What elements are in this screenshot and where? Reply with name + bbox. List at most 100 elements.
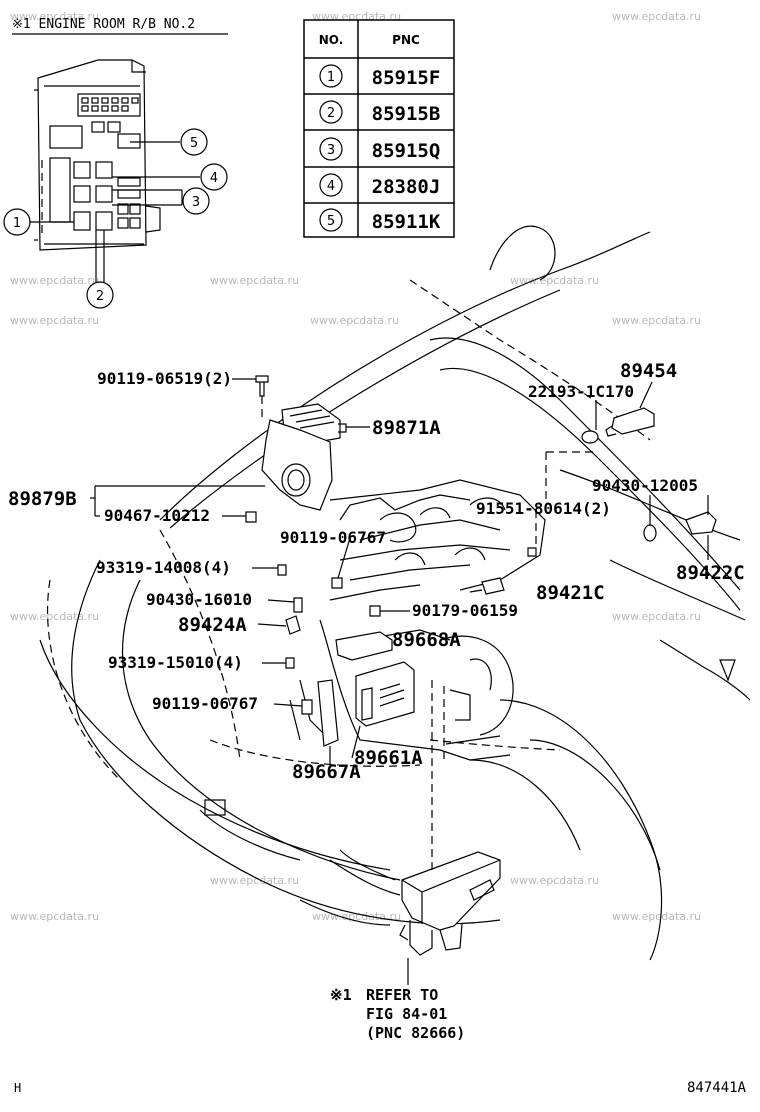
- pnc-table: NO. PNC 1 85915F 2 85915B 3 85915Q 4 283…: [303, 19, 455, 238]
- watermark: www.epcdata.ru: [10, 274, 99, 287]
- label-90119-06767-top: 90119-06767: [280, 528, 386, 547]
- watermark: www.epcdata.ru: [510, 874, 599, 887]
- label-93319-14008: 93319-14008(4): [96, 558, 231, 577]
- label-90119-06767-bot: 90119-06767: [152, 694, 258, 713]
- watermark: www.epcdata.ru: [612, 910, 701, 923]
- table-header-no: NO.: [319, 33, 344, 47]
- part-91551-80614: [527, 547, 537, 557]
- callout-1-label: 1: [13, 216, 21, 231]
- callout-4: [200, 163, 228, 191]
- callout-5: [180, 128, 208, 156]
- callout-1: [3, 208, 31, 236]
- table-row-no-circle: [319, 64, 343, 88]
- label-90430-12005: 90430-12005: [592, 476, 698, 495]
- footer-right: 847441A: [687, 1080, 747, 1096]
- part-93319-15010: [285, 657, 295, 669]
- refer-note-line1: REFER TO: [366, 986, 438, 1004]
- table-row-pnc: 28380J: [372, 176, 441, 198]
- part-93319-14008: [277, 564, 287, 576]
- label-90179-06159: 90179-06159: [412, 601, 518, 620]
- relay-box-callouts: 5 4 3 1 2: [3, 128, 228, 309]
- refer-note: ※1 REFER TO FIG 84-01 (PNC 82666): [330, 986, 465, 1042]
- part-89421C: [481, 577, 505, 595]
- part-90119-06519: [255, 375, 269, 397]
- part-89879B: [261, 419, 333, 511]
- part-90467-10212: [245, 511, 257, 523]
- part-22193-1C170: [581, 430, 599, 444]
- label-22193-1C170: 22193-1C170: [528, 382, 634, 401]
- table-row-no: 1: [327, 70, 335, 85]
- refer-note-line3: (PNC 82666): [366, 1024, 465, 1042]
- table-row-no-circle: [319, 137, 343, 161]
- footer-left: H: [14, 1081, 21, 1095]
- refer-note-mark: ※1: [330, 986, 352, 1004]
- watermarks: www.epcdata.ru www.epcdata.ru www.epcdat…: [10, 10, 701, 923]
- table-row-no-circle: [319, 208, 343, 232]
- table-row-pnc: 85915B: [372, 103, 441, 125]
- leader-lines: [90, 378, 709, 870]
- part-89422C: [685, 511, 717, 535]
- part-89661A: [355, 661, 415, 727]
- part-90430-12005: [643, 524, 657, 542]
- refer-note-line2: FIG 84-01: [366, 1005, 447, 1023]
- watermark: www.epcdata.ru: [10, 314, 99, 327]
- label-89879B: 89879B: [8, 488, 77, 510]
- table-row-no: 4: [327, 179, 335, 194]
- watermark: www.epcdata.ru: [10, 610, 99, 623]
- label-89661A: 89661A: [354, 747, 423, 769]
- label-93319-15010: 93319-15010(4): [108, 653, 243, 672]
- watermark: www.epcdata.ru: [10, 910, 99, 923]
- table-row-no: 2: [327, 106, 335, 121]
- label-90467-10212: 90467-10212: [104, 506, 210, 525]
- watermark: www.epcdata.ru: [312, 10, 401, 23]
- part-89667A: [317, 679, 339, 747]
- callout-2-label: 2: [96, 289, 104, 304]
- part-89668A: [335, 631, 393, 661]
- table-row-no: 3: [327, 143, 335, 158]
- table-row-no-circle: [319, 173, 343, 197]
- watermark: www.epcdata.ru: [612, 610, 701, 623]
- callout-5-label: 5: [190, 136, 198, 151]
- watermark: www.epcdata.ru: [510, 274, 599, 287]
- watermark: www.epcdata.ru: [612, 10, 701, 23]
- watermark: www.epcdata.ru: [312, 910, 401, 923]
- watermark: www.epcdata.ru: [310, 314, 399, 327]
- table-row-no: 5: [327, 214, 335, 229]
- watermark: www.epcdata.ru: [210, 874, 299, 887]
- callout-3-label: 3: [192, 195, 200, 210]
- watermark: www.epcdata.ru: [612, 314, 701, 327]
- part-89454: [611, 407, 655, 435]
- engine-block: [289, 479, 546, 761]
- label-89421C: 89421C: [536, 582, 605, 604]
- table-row-pnc: 85915F: [372, 67, 441, 89]
- label-89422C: 89422C: [676, 562, 745, 584]
- label-89667A: 89667A: [292, 761, 361, 783]
- car-body: [39, 225, 751, 961]
- relay-box: [34, 59, 161, 251]
- callout-3: [182, 187, 210, 215]
- label-90430-16010: 90430-16010: [146, 590, 252, 609]
- part-90430-16010: [293, 597, 303, 613]
- part-90179-06159: [369, 605, 381, 617]
- fuse-box-assembly: [399, 851, 501, 985]
- part-90119-06767-bot: [301, 699, 313, 715]
- table-row-no-circle: [319, 100, 343, 124]
- part-90119-06767-top: [331, 577, 343, 589]
- label-89454: 89454: [620, 360, 677, 382]
- table-row-pnc: 85911K: [372, 211, 441, 233]
- label-91551-80614: 91551-80614(2): [476, 499, 611, 518]
- parts: [245, 375, 717, 747]
- label-90119-06519: 90119-06519(2): [97, 369, 232, 388]
- watermark: www.epcdata.ru: [210, 274, 299, 287]
- part-labels: 90119-06519(2) 89871A 89879B 90467-10212…: [8, 360, 745, 783]
- table-header-pnc: PNC: [392, 33, 420, 47]
- label-89668A: 89668A: [392, 629, 461, 651]
- label-89871A: 89871A: [372, 417, 441, 439]
- label-89424A: 89424A: [178, 614, 247, 636]
- callout-2: [86, 281, 114, 309]
- part-89424A: [285, 615, 301, 635]
- watermark: www.epcdata.ru: [10, 10, 99, 23]
- header-note: ※1 ENGINE ROOM R/B NO.2: [12, 17, 195, 32]
